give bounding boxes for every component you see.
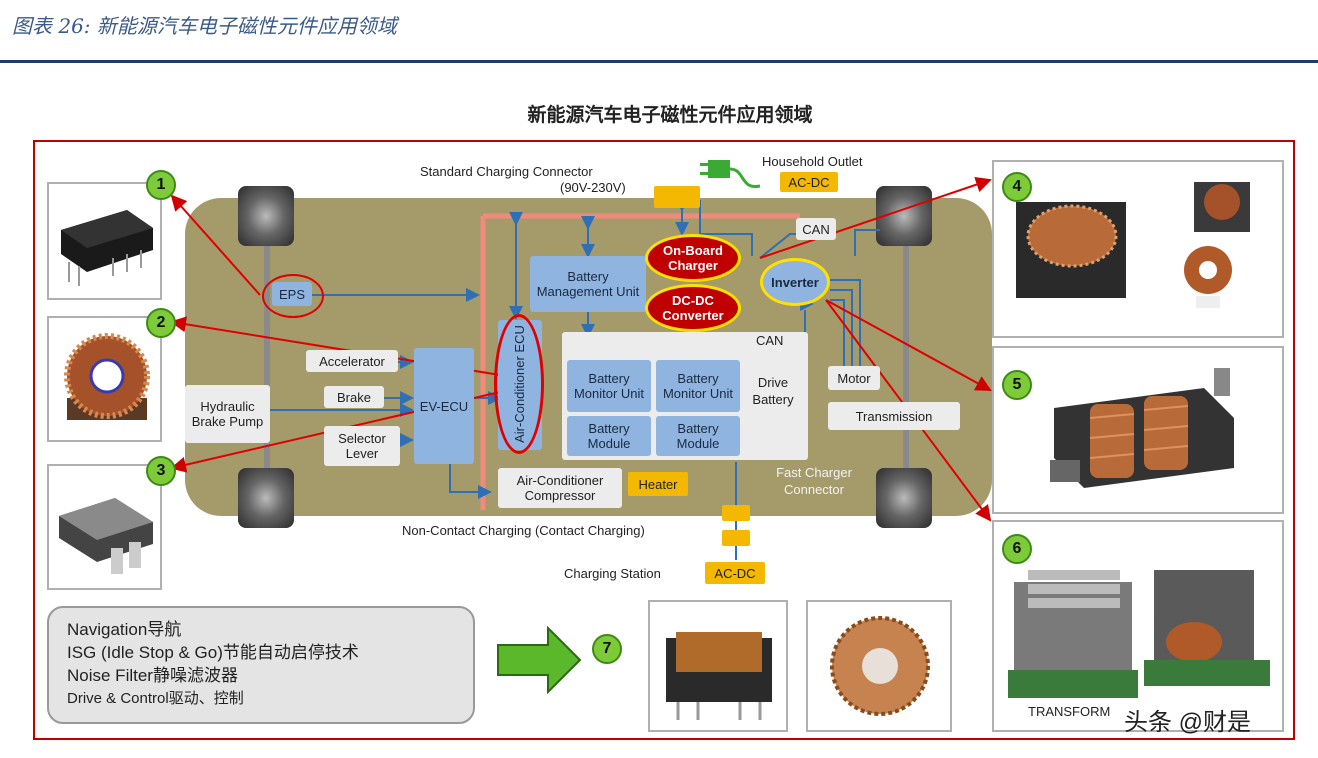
standard-charging-label: Standard Charging Connector: [420, 164, 593, 179]
heater-box: Heater: [628, 472, 688, 496]
battery-module-2: Battery Module: [656, 416, 740, 456]
battery-monitor-unit-2: Battery Monitor Unit: [656, 360, 740, 412]
component-photo-2: [47, 316, 162, 442]
brake-box: Brake: [324, 386, 384, 408]
accelerator-box: Accelerator: [306, 350, 398, 372]
callout-4: [759, 176, 992, 259]
component-photo-1: [47, 182, 162, 300]
legend-navigation: Navigation导航: [67, 620, 182, 639]
right-arrow-icon: [497, 625, 582, 695]
header-rule: [0, 60, 1318, 63]
ev-compressor-link: [449, 464, 492, 499]
wheel-front-right: [238, 468, 294, 528]
diagram-frame: [33, 140, 1295, 740]
inverter: Inverter: [760, 258, 830, 306]
drive-battery-label: Drive Battery: [752, 375, 794, 407]
wheel-front-left: [238, 186, 294, 246]
household-outlet-label: Household Outlet: [762, 154, 863, 169]
transmission-box: Transmission: [828, 402, 960, 430]
legend-isg: ISG (Idle Stop & Go)节能自动启停技术: [67, 643, 359, 662]
standard-connector-box: [654, 186, 700, 208]
component-photo-6: TRANSFORM: [992, 520, 1284, 732]
component-photo-7a: [648, 600, 788, 732]
marker-2: 2: [146, 308, 176, 338]
charging-station-label: Charging Station: [564, 566, 661, 581]
legend-drive-control: Drive & Control驱动、控制: [67, 690, 244, 707]
fast-connector-box-1: [722, 505, 750, 521]
transformer-caption: TRANSFORM: [1028, 704, 1111, 719]
marker-3: 3: [146, 456, 176, 486]
on-board-charger: On-Board Charger: [645, 234, 741, 282]
motor-box: Motor: [828, 366, 880, 390]
ac-dc-bottom-box: AC-DC: [705, 562, 765, 584]
ev-ecu-box: EV-ECU: [414, 348, 474, 464]
callout-1: [170, 194, 261, 296]
standard-charging-voltage: (90V-230V): [560, 180, 626, 195]
component-photo-5: [992, 346, 1284, 514]
air-conditioner-compressor-box: Air-Conditioner Compressor: [498, 468, 622, 508]
can-mid-label: CAN: [756, 333, 784, 348]
plug-icon: [700, 160, 761, 188]
callout-5: [825, 299, 992, 391]
selector-lever-box: Selector Lever: [324, 426, 400, 466]
component-photo-7b: [806, 600, 952, 732]
rear-axle: [903, 210, 909, 510]
marker-5: 5: [1002, 370, 1032, 400]
eps-highlight: [262, 274, 324, 318]
can-top-label: CAN: [796, 218, 836, 240]
ac-dc-top-box: AC-DC: [780, 172, 838, 192]
dc-dc-converter: DC-DC Converter: [645, 284, 741, 332]
hv-bus-line: [480, 213, 800, 510]
watermark: 头条 @财是: [1124, 709, 1252, 736]
component-photo-4: [992, 160, 1284, 338]
marker-1: 1: [146, 170, 176, 200]
inverter-top-link: [854, 229, 880, 256]
battery-management-unit: Battery Management Unit: [530, 256, 646, 312]
marker-6: 6: [1002, 534, 1032, 564]
figure-caption: 图表 26: 新能源汽车电子磁性元件应用领域: [12, 14, 397, 38]
marker-7: 7: [592, 634, 622, 664]
charger-side-link: [699, 200, 753, 256]
non-contact-charging-label: Non-Contact Charging (Contact Charging): [402, 523, 645, 538]
ac-ecu-highlight: [494, 314, 544, 454]
fast-connector-box-2: [722, 530, 750, 546]
application-legend: Navigation导航 ISG (Idle Stop & Go)节能自动启停技…: [47, 606, 475, 724]
hydraulic-brake-pump-box: Hydraulic Brake Pump: [185, 385, 270, 443]
wheel-rear-right: [876, 468, 932, 528]
inverter-motor-link: [830, 279, 861, 366]
front-axle: [264, 210, 270, 510]
fast-charger-connector-label: Fast Charger Connector: [776, 465, 852, 497]
battery-monitor-unit-1: Battery Monitor Unit: [567, 360, 651, 412]
component-photo-3: [47, 464, 162, 590]
marker-4: 4: [1002, 172, 1032, 202]
legend-noise-filter: Noise Filter静噪滤波器: [67, 666, 238, 685]
diagram-title: 新能源汽车电子磁性元件应用领域: [527, 104, 813, 126]
battery-module-1: Battery Module: [567, 416, 651, 456]
